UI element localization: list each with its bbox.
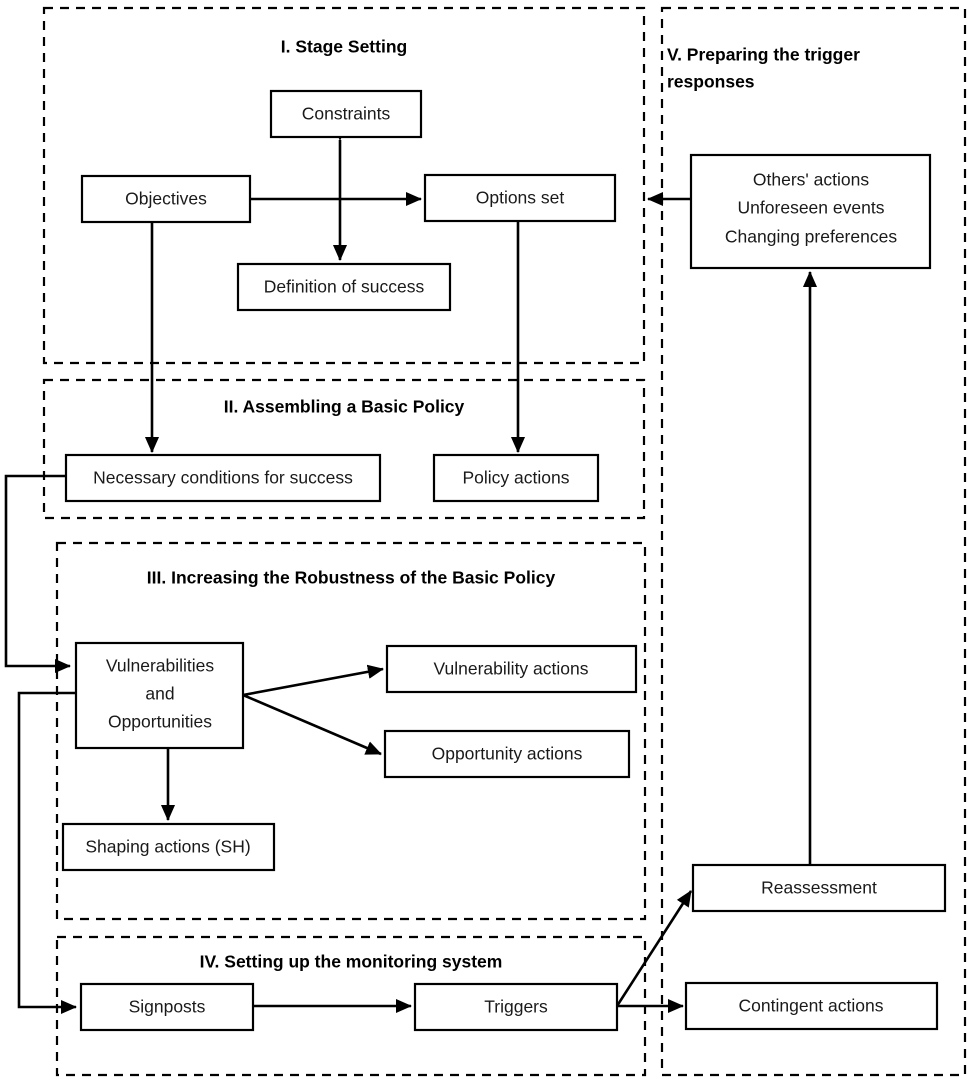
panel-robustness [55,541,647,921]
node-policy-actions-box[interactable] [432,453,600,503]
node-vulnerability-actions-box[interactable] [385,644,638,694]
node-objectives-box[interactable] [80,174,252,224]
node-options-set-label: Options set [476,188,565,208]
node-constraints-label: Constraints [302,104,391,124]
node-policy-actions[interactable]: Policy actions [432,453,600,503]
node-external-factors-line3: Changing preferences [725,227,897,247]
panel-title-robustness: III. Increasing the Robustness of the Ba… [147,568,556,588]
panel-title-trigger-responses-line2: responses [667,72,755,92]
node-shaping-actions-box[interactable] [61,822,276,872]
node-constraints[interactable]: Constraints [269,89,423,139]
node-opportunity-actions-label: Opportunity actions [432,744,583,764]
node-contingent-actions-box[interactable] [684,981,939,1031]
node-policy-actions-label: Policy actions [463,468,570,488]
edge-vulnerabilities-vulnerability-actions [242,664,384,697]
node-vulnerabilities-line3: Opportunities [108,712,212,732]
panel-title-monitoring: IV. Setting up the monitoring system [200,952,503,972]
panel-title-basic-policy: II. Assembling a Basic Policy [224,397,465,417]
node-vulnerabilities-opportunities[interactable]: Vulnerabilities and Opportunities [74,641,245,750]
edge-vulnerabilities-signposts [17,691,80,1015]
node-definition-of-success-label: Definition of success [264,277,425,297]
node-constraints-box[interactable] [269,89,423,139]
node-reassessment-label: Reassessment [761,878,877,898]
node-triggers-label: Triggers [484,997,548,1017]
node-vulnerabilities-line2: and [145,684,174,704]
node-opportunity-actions[interactable]: Opportunity actions [383,729,631,779]
node-triggers[interactable]: Triggers [413,982,619,1032]
node-shaping-actions[interactable]: Shaping actions (SH) [61,822,276,872]
panel-trigger-responses [660,6,967,1077]
edge-necessary-conditions-vulnerabilities [4,474,71,674]
node-vulnerability-actions-label: Vulnerability actions [434,659,589,679]
edge-vulnerabilities-opportunity-actions [242,693,382,756]
node-definition-of-success[interactable]: Definition of success [236,262,452,312]
node-definition-of-success-box[interactable] [236,262,452,312]
node-reassessment[interactable]: Reassessment [691,863,947,913]
node-signposts-label: Signposts [129,997,206,1017]
node-objectives[interactable]: Objectives [80,174,252,224]
node-necessary-conditions-label: Necessary conditions for success [93,468,353,488]
node-objectives-label: Objectives [125,189,207,209]
node-reassessment-box[interactable] [691,863,947,913]
node-external-factors-line1: Others' actions [753,170,869,190]
node-triggers-box[interactable] [413,982,619,1032]
node-opportunity-actions-box[interactable] [383,729,631,779]
node-options-set-box[interactable] [423,173,617,223]
node-necessary-conditions-box[interactable] [64,453,382,503]
node-vulnerabilities-opportunities-box[interactable] [74,641,245,750]
panel-stage-setting [42,6,646,365]
node-shaping-actions-label: Shaping actions (SH) [85,837,250,857]
node-external-factors-box[interactable] [689,153,932,270]
node-external-factors-line2: Unforeseen events [738,198,885,218]
node-contingent-actions-label: Contingent actions [739,996,884,1016]
panel-title-stage-setting: I. Stage Setting [281,37,407,57]
node-necessary-conditions[interactable]: Necessary conditions for success [64,453,382,503]
node-contingent-actions[interactable]: Contingent actions [684,981,939,1031]
node-options-set[interactable]: Options set [423,173,617,223]
node-vulnerability-actions[interactable]: Vulnerability actions [385,644,638,694]
node-signposts[interactable]: Signposts [79,982,255,1032]
panel-title-trigger-responses-line1: V. Preparing the trigger [667,45,860,65]
node-vulnerabilities-line1: Vulnerabilities [106,656,215,676]
edge-triggers-reassessment [615,890,693,1007]
node-external-factors[interactable]: Others' actions Unforeseen events Changi… [689,153,932,270]
node-signposts-box[interactable] [79,982,255,1032]
